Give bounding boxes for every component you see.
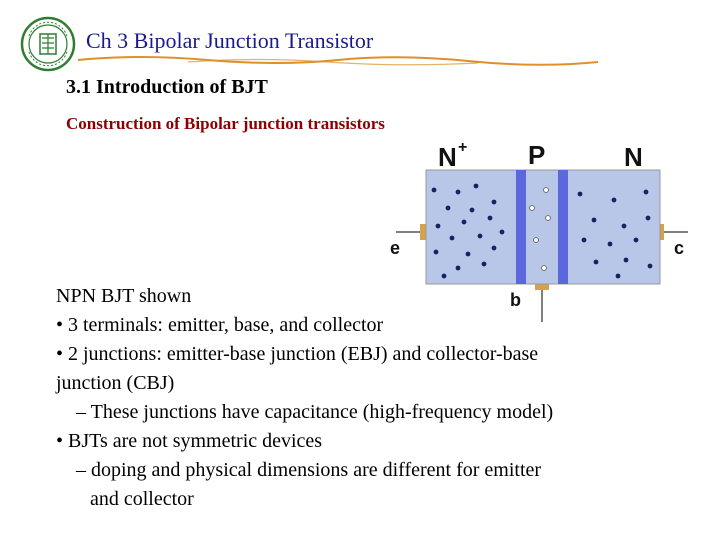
- bullet-terminals: • 3 terminals: emitter, base, and collec…: [56, 314, 384, 336]
- emitter-contact: [420, 224, 426, 240]
- university-seal-icon: [20, 16, 76, 72]
- bullet-junctions-cont: junction (CBJ): [56, 372, 175, 394]
- sub-bullet-doping-cont: and collector: [90, 488, 194, 510]
- base-holes: [529, 187, 551, 271]
- sub-bullet-capacitance: – These junctions have capacitance (high…: [76, 401, 554, 423]
- bullet-symmetry: • BJTs are not symmetric devices: [56, 430, 323, 452]
- slide-body: NPN BJT shown • 3 terminals: emitter, ba…: [56, 282, 696, 514]
- bullet-junctions: • 2 junctions: emitter-base junction (EB…: [56, 343, 539, 365]
- collector-terminal-label: c: [674, 238, 684, 258]
- collector-region-label: N: [624, 142, 643, 172]
- base-contact: [535, 284, 549, 290]
- base-region-label: P: [528, 140, 545, 170]
- emitter-electrons: [431, 183, 505, 279]
- sub-bullet-doping: – doping and physical dimensions are dif…: [76, 459, 542, 481]
- header-divider: [77, 52, 599, 68]
- section-subtitle: Construction of Bipolar junction transis…: [66, 114, 385, 133]
- semiconductor-body: [425, 169, 661, 285]
- collector-base-junction: [558, 170, 568, 284]
- page-title: Ch 3 Bipolar Junction Transistor: [86, 28, 374, 53]
- body-line: NPN BJT shown: [56, 285, 192, 307]
- collector-contact: [658, 224, 664, 240]
- section-title: 3.1 Introduction of BJT: [66, 76, 268, 98]
- n-plus-superscript: +: [458, 139, 467, 156]
- emitter-terminal-label: e: [390, 238, 400, 258]
- base-terminal-label: b: [510, 290, 521, 310]
- emitter-base-junction: [516, 170, 526, 284]
- collector-electrons: [577, 189, 653, 279]
- emitter-region-label: N: [438, 142, 457, 172]
- npn-bjt-diagram: N + P N e c b: [388, 136, 700, 326]
